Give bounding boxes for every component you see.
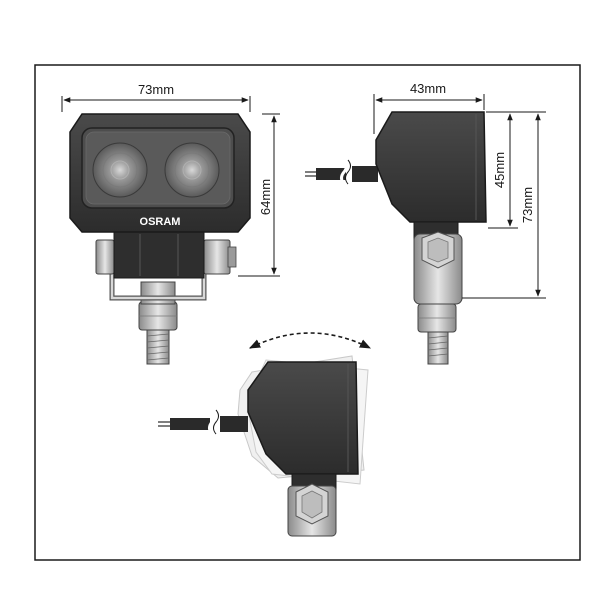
side-housing xyxy=(375,111,487,223)
front-bolt xyxy=(138,281,178,365)
led-left xyxy=(92,142,148,198)
side-cable xyxy=(305,159,378,185)
side-depth-label: 43mm xyxy=(410,81,446,96)
front-height-dimension: 64mm xyxy=(238,113,280,277)
tilt-housing xyxy=(247,361,359,475)
side-total-height-label: 73mm xyxy=(520,187,535,223)
front-width-dimension: 73mm xyxy=(61,82,251,112)
side-depth-dimension: 43mm xyxy=(373,81,485,134)
front-right-nut xyxy=(203,239,231,275)
front-left-nut xyxy=(95,239,115,275)
tilt-cable xyxy=(158,409,248,435)
tilt-view xyxy=(158,332,372,537)
front-mount-block xyxy=(113,231,205,279)
side-view xyxy=(305,111,487,365)
side-total-height-dimension: 73mm xyxy=(462,111,546,299)
tilt-rotation-arrow xyxy=(248,332,372,349)
led-right xyxy=(164,142,220,198)
side-housing-height-dimension: 45mm xyxy=(486,111,518,229)
side-housing-height-label: 45mm xyxy=(492,152,507,188)
front-view: OSRAM xyxy=(69,113,251,365)
brand-logo: OSRAM xyxy=(140,216,181,228)
front-height-label: 64mm xyxy=(258,179,273,215)
front-width-label: 73mm xyxy=(138,82,174,97)
